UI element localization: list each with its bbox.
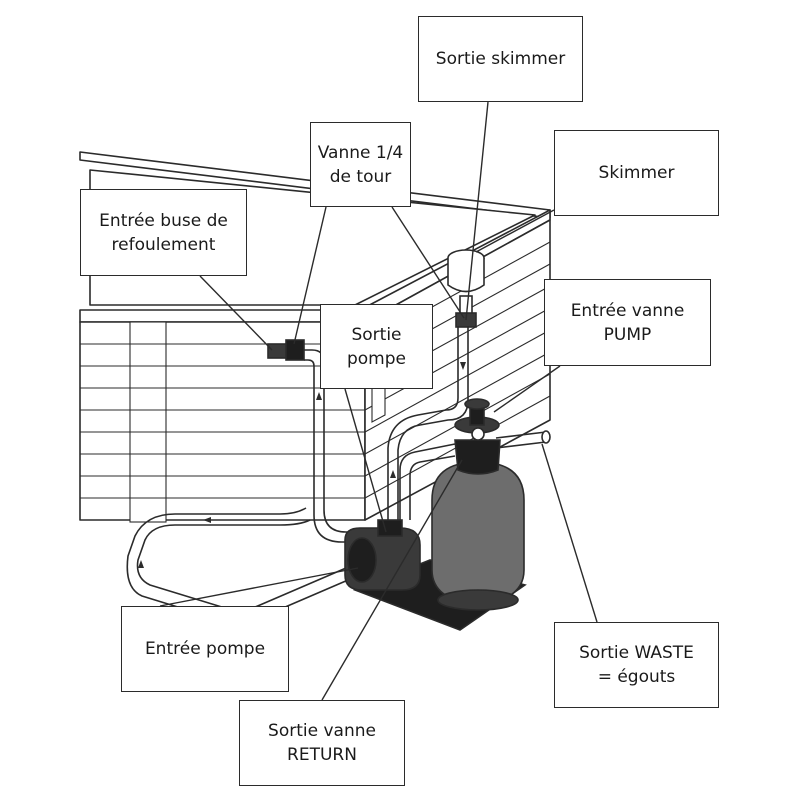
label-skimmer: Skimmer [554, 130, 719, 216]
leader-sortie-return [321, 459, 463, 701]
leader-vanne-right [391, 206, 465, 319]
label-sortie-vanne-return: Sortie vanne RETURN [239, 700, 405, 786]
leader-sortie-pompe [344, 388, 387, 533]
label-entree-vanne-pump: Entrée vanne PUMP [544, 279, 711, 366]
leader-entree-buse [199, 275, 273, 351]
label-entree-pompe: Entrée pompe [121, 606, 289, 692]
label-vanne-quart-tour: Vanne 1/4 de tour [310, 122, 411, 207]
leader-skimmer [475, 209, 555, 253]
filter-unit [344, 398, 527, 631]
waste-pipe-end [541, 430, 551, 444]
label-entree-buse-refoulement: Entrée buse de refoulement [80, 189, 247, 276]
leader-sortie-skimmer [465, 101, 489, 321]
multiport-valve [454, 439, 501, 475]
pool-planks-left [80, 321, 365, 523]
label-sortie-waste: Sortie WASTE = égouts [554, 622, 719, 708]
leader-entree-vanne [493, 365, 561, 413]
leader-entree-pompe [159, 567, 359, 607]
label-sortie-pompe: Sortie pompe [320, 304, 433, 389]
label-sortie-skimmer: Sortie skimmer [418, 16, 583, 102]
return-nozzle [267, 339, 305, 361]
sand-filter-tank [431, 461, 525, 606]
leader-vanne-left [293, 206, 327, 345]
pressure-gauge [471, 427, 485, 441]
leader-lines [159, 101, 598, 701]
leader-sortie-waste [541, 443, 598, 623]
